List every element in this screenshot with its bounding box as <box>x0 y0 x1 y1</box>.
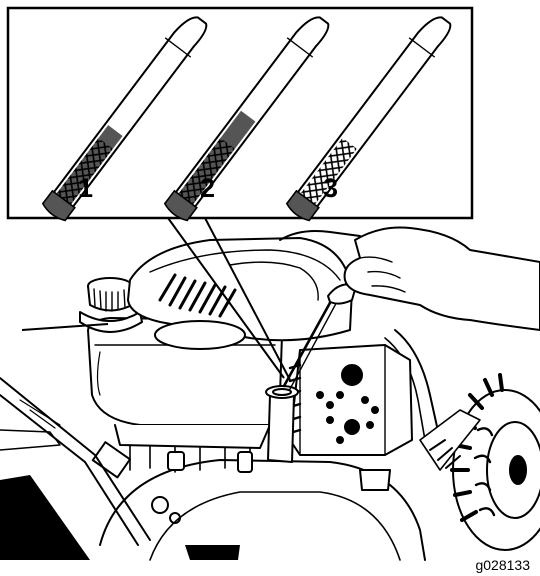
dipstick-2 <box>163 16 330 222</box>
callout-2: 2 <box>200 173 215 203</box>
callout-3: 3 <box>323 173 338 203</box>
figure-id: g028133 <box>475 557 530 573</box>
dipstick-3 <box>285 16 452 222</box>
callout-1: 1 <box>78 173 93 203</box>
leader-line-left <box>21 323 109 331</box>
dipstick-1 <box>41 16 208 222</box>
engine-illustration <box>0 226 540 561</box>
inset-pointer <box>167 217 291 381</box>
